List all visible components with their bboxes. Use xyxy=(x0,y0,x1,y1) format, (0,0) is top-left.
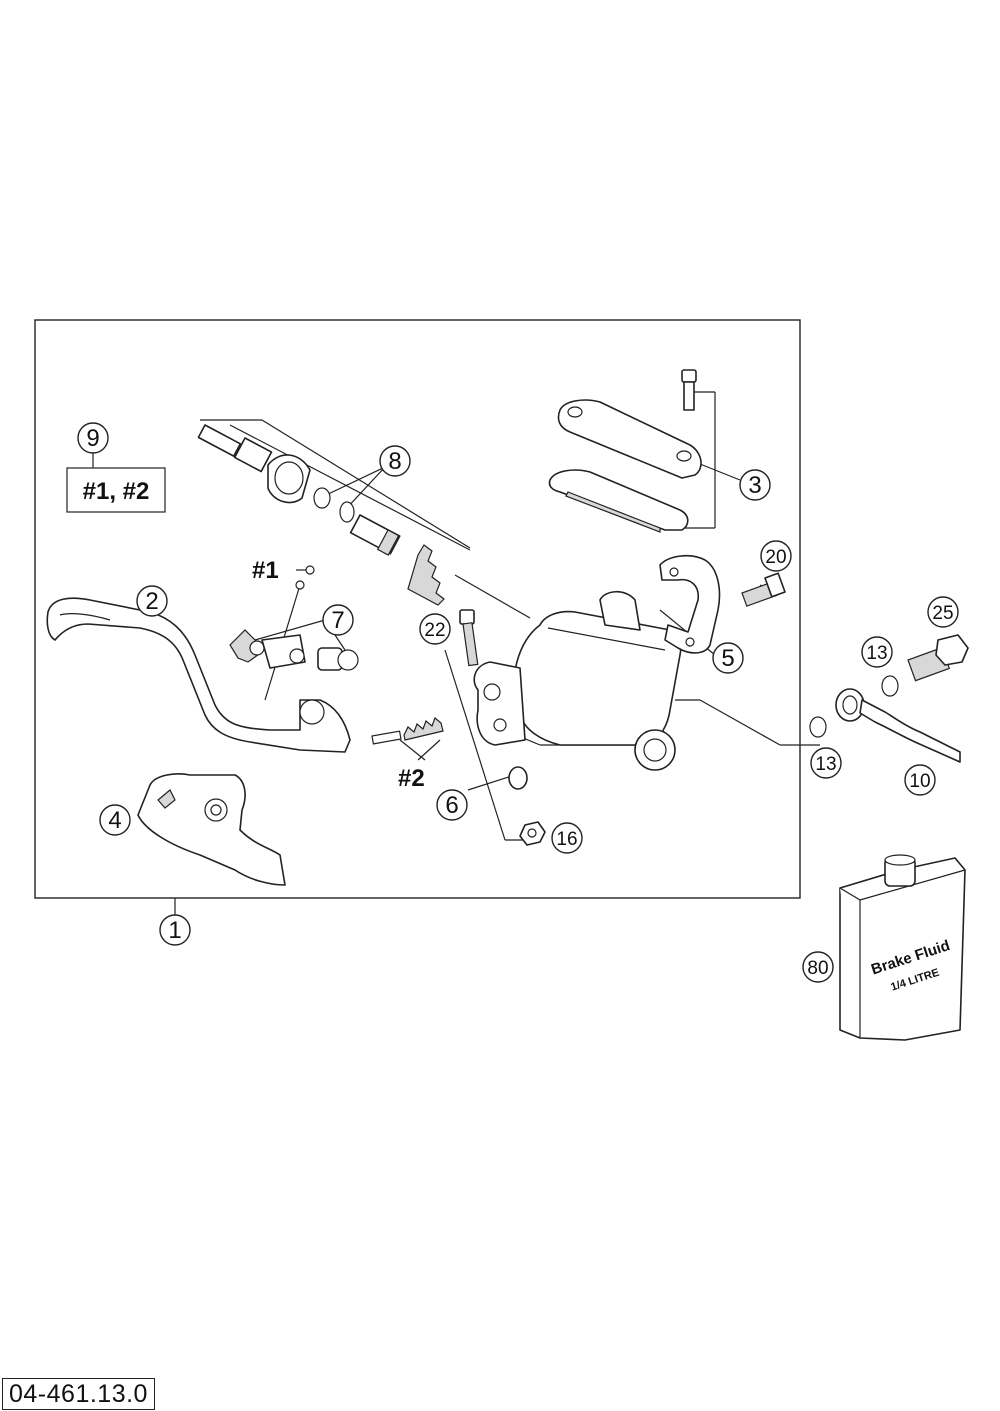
callout-16: 16 xyxy=(551,822,583,854)
callout-10-label: 10 xyxy=(909,771,930,792)
push-rod-piston-part xyxy=(197,424,445,606)
kit-label: #1, #2 xyxy=(83,478,150,505)
callout-5-label: 5 xyxy=(721,645,734,672)
callout-4: 4 xyxy=(99,804,131,836)
callout-6-label: 6 xyxy=(445,792,458,819)
callout-7: 7 xyxy=(322,604,354,636)
callout-6: 6 xyxy=(436,789,468,821)
callout-1-label: 1 xyxy=(168,917,181,944)
callout-13-lower-label: 13 xyxy=(815,754,836,775)
callout-10: 10 xyxy=(904,764,936,796)
callout-80-label: 80 xyxy=(807,958,828,979)
callout-2: 2 xyxy=(136,585,168,617)
callout-22-label: 22 xyxy=(424,620,445,641)
callout-25: 25 xyxy=(927,596,959,628)
ref-label-2: #2 xyxy=(398,765,425,792)
callout-80: 80 xyxy=(802,951,834,983)
callout-20-label: 20 xyxy=(765,547,786,568)
callout-22: 22 xyxy=(419,613,451,645)
callout-3: 3 xyxy=(739,469,771,501)
reservoir-cover-part xyxy=(548,369,702,533)
callout-13-upper-label: 13 xyxy=(866,643,887,664)
screw-20-part xyxy=(741,572,786,607)
assembly-frame xyxy=(34,319,801,899)
callout-8: 8 xyxy=(379,445,411,477)
document-code: 04-461.13.0 xyxy=(2,1378,155,1410)
callout-4-label: 4 xyxy=(108,807,121,834)
callout-8-label: 8 xyxy=(388,448,401,475)
pivot-bolt-part xyxy=(371,716,444,745)
callout-20: 20 xyxy=(760,540,792,572)
callout-9: 9 xyxy=(77,422,109,454)
screw-22-part xyxy=(459,609,479,667)
brake-fluid-bottle: Brake Fluid 1/4 LITRE xyxy=(839,854,966,1041)
callout-13-upper: 13 xyxy=(861,636,893,668)
callout-16-label: 16 xyxy=(556,829,577,850)
master-cylinder-housing-part xyxy=(473,590,682,771)
brake-line-part xyxy=(809,634,969,763)
callout-5: 5 xyxy=(712,642,744,674)
clamp-part xyxy=(659,554,721,654)
ref-label-1: #1 xyxy=(252,557,279,584)
callout-2-label: 2 xyxy=(145,588,158,615)
callout-7-label: 7 xyxy=(331,607,344,634)
callout-9-label: 9 xyxy=(86,425,99,452)
callout-1: 1 xyxy=(159,914,191,946)
kit-label-box xyxy=(66,467,166,513)
adjuster-part xyxy=(229,629,359,671)
callout-25-label: 25 xyxy=(932,603,953,624)
hand-lever-part xyxy=(46,597,351,753)
callout-3-label: 3 xyxy=(748,472,761,499)
callout-13-lower: 13 xyxy=(810,747,842,779)
lever-cover-part xyxy=(137,773,286,886)
bushing-nut-part xyxy=(508,766,546,846)
